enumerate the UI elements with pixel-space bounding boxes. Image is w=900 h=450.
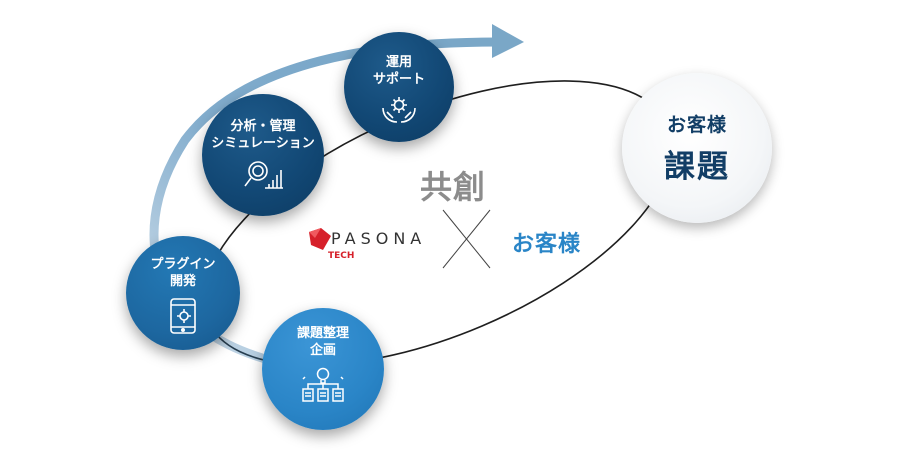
cycle-arrowhead	[492, 24, 524, 58]
lightbulb-docs-icon	[300, 365, 346, 407]
step-operation-support: 運用 サポート	[344, 32, 454, 142]
customer-label: お客様	[512, 232, 582, 257]
customer-issue-line1: お客様	[666, 114, 727, 136]
step-plugin-development: プラグイン 開発	[126, 236, 240, 350]
step-label: 運用 サポート	[372, 55, 425, 87]
customer-issue-line2: 課題	[664, 149, 730, 185]
step-label: 分析・管理 シミュレーション	[211, 119, 315, 151]
magnifier-chart-icon	[241, 158, 285, 196]
hands-gear-icon	[379, 94, 419, 130]
customer-issue-circle: お客様 課題	[622, 73, 772, 223]
cocreation-label: 共創	[420, 168, 487, 206]
step-label: プラグイン 開発	[150, 257, 216, 289]
step-issue-planning: 課題整理 企画	[262, 308, 384, 430]
brand-sub: TECH	[328, 251, 355, 261]
tablet-gear-icon	[166, 296, 200, 340]
cross-line-2	[442, 209, 491, 269]
step-analysis-management: 分析・管理 シミュレーション	[202, 94, 324, 216]
brand-name: PASONA	[331, 229, 427, 248]
step-label: 課題整理 企画	[296, 326, 349, 358]
pasona-logo-icon	[309, 228, 331, 250]
